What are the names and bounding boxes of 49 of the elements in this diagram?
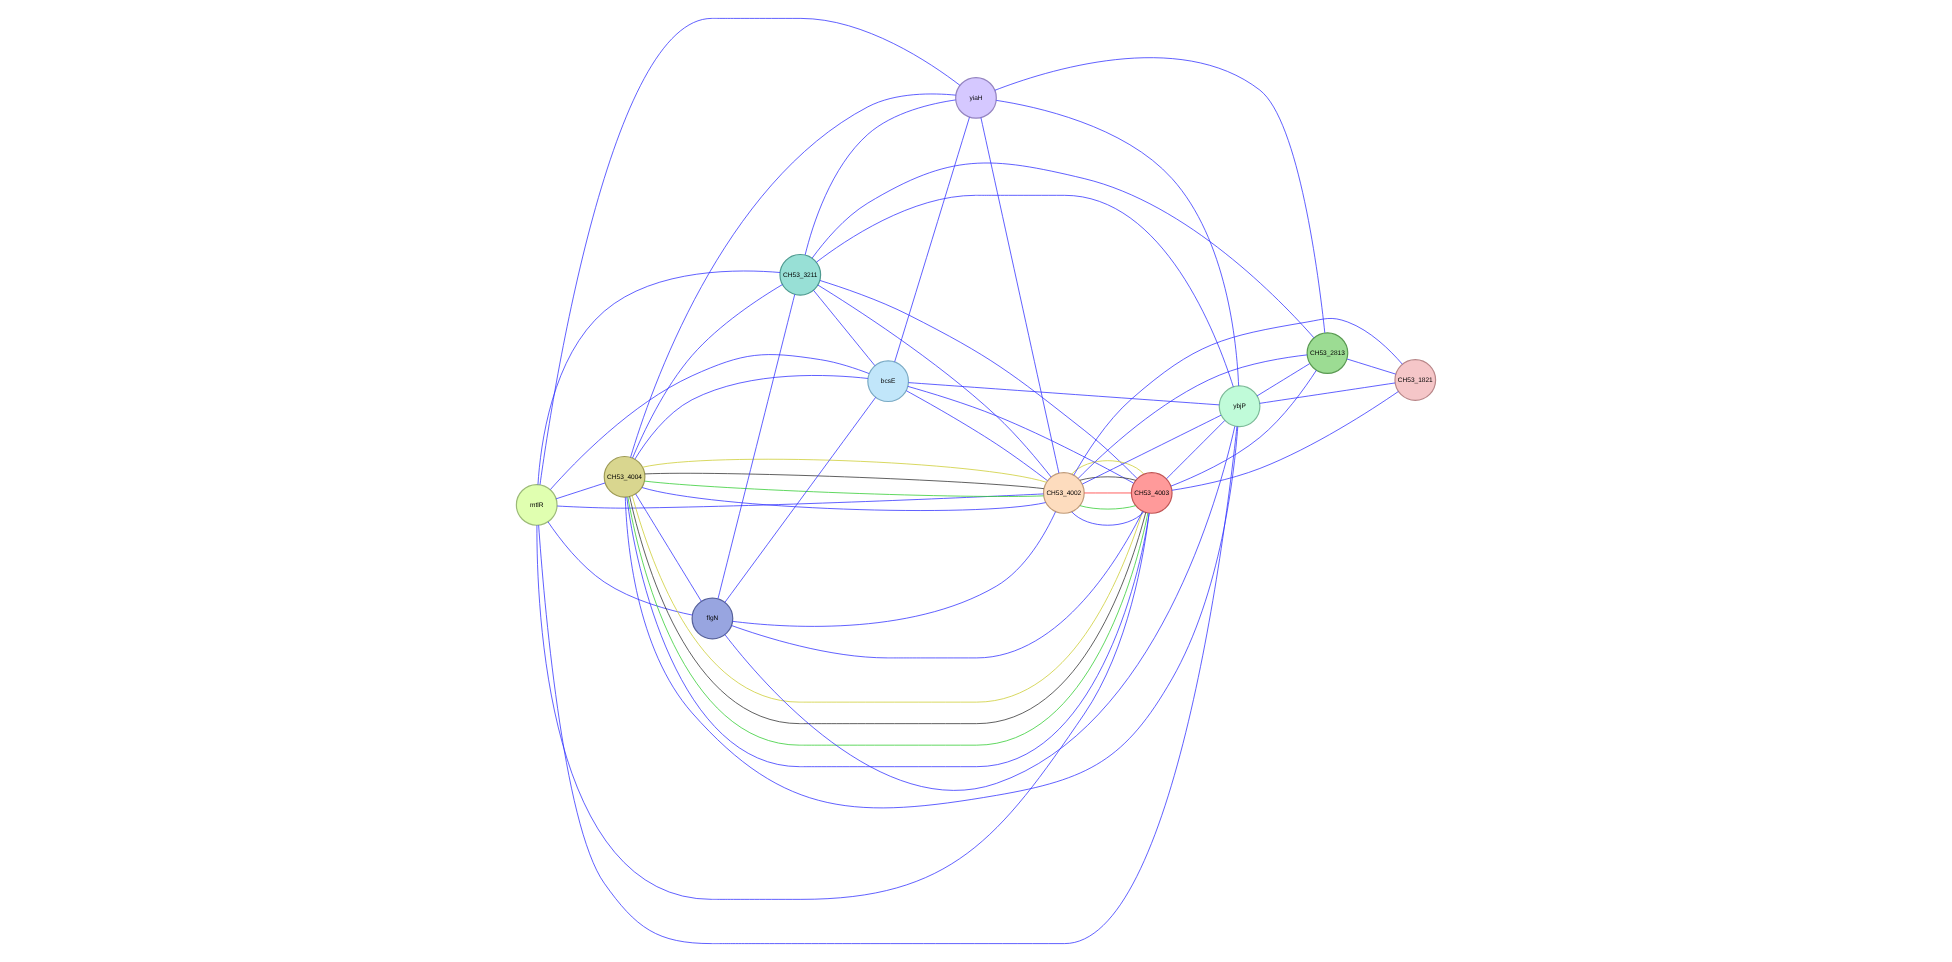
connector xyxy=(556,493,1044,509)
connector xyxy=(547,521,693,616)
connector xyxy=(724,425,1236,791)
connector xyxy=(1077,354,1308,479)
connector xyxy=(1079,476,1137,481)
connector xyxy=(1346,358,1397,375)
connector xyxy=(732,511,1056,627)
connector xyxy=(894,116,970,363)
connector xyxy=(995,100,1240,387)
connector xyxy=(634,375,869,460)
connector xyxy=(1079,505,1137,510)
connector xyxy=(1073,318,1403,476)
connector xyxy=(717,294,796,600)
connector xyxy=(731,510,1144,659)
connector xyxy=(538,426,1238,944)
connector xyxy=(905,390,1048,481)
connector xyxy=(635,493,702,602)
connector xyxy=(539,18,961,486)
connector xyxy=(1170,369,1317,487)
connector xyxy=(1166,420,1226,480)
connector xyxy=(804,99,956,256)
connector xyxy=(632,284,783,459)
connector xyxy=(630,93,957,458)
connector xyxy=(1256,363,1311,397)
connector xyxy=(907,386,1135,484)
connector xyxy=(644,480,1044,497)
connector xyxy=(1081,414,1222,485)
connector xyxy=(908,382,1220,406)
connector xyxy=(724,396,877,603)
connector xyxy=(537,270,781,485)
connector xyxy=(816,194,1234,388)
connector xyxy=(641,487,1047,511)
connector xyxy=(1071,460,1145,475)
connector xyxy=(536,512,1150,900)
connector xyxy=(819,280,1138,479)
connector xyxy=(624,426,1239,809)
connector xyxy=(980,117,1060,474)
connector xyxy=(642,458,1047,483)
connector xyxy=(813,289,876,367)
connector xyxy=(550,354,870,490)
connector xyxy=(1071,511,1145,526)
connector xyxy=(555,482,606,500)
connector xyxy=(1083,492,1132,494)
connector xyxy=(1171,391,1399,491)
connector xyxy=(811,162,1315,339)
connector xyxy=(644,472,1045,490)
connector xyxy=(817,284,1052,478)
connector xyxy=(1259,382,1396,404)
connector xyxy=(994,57,1326,334)
